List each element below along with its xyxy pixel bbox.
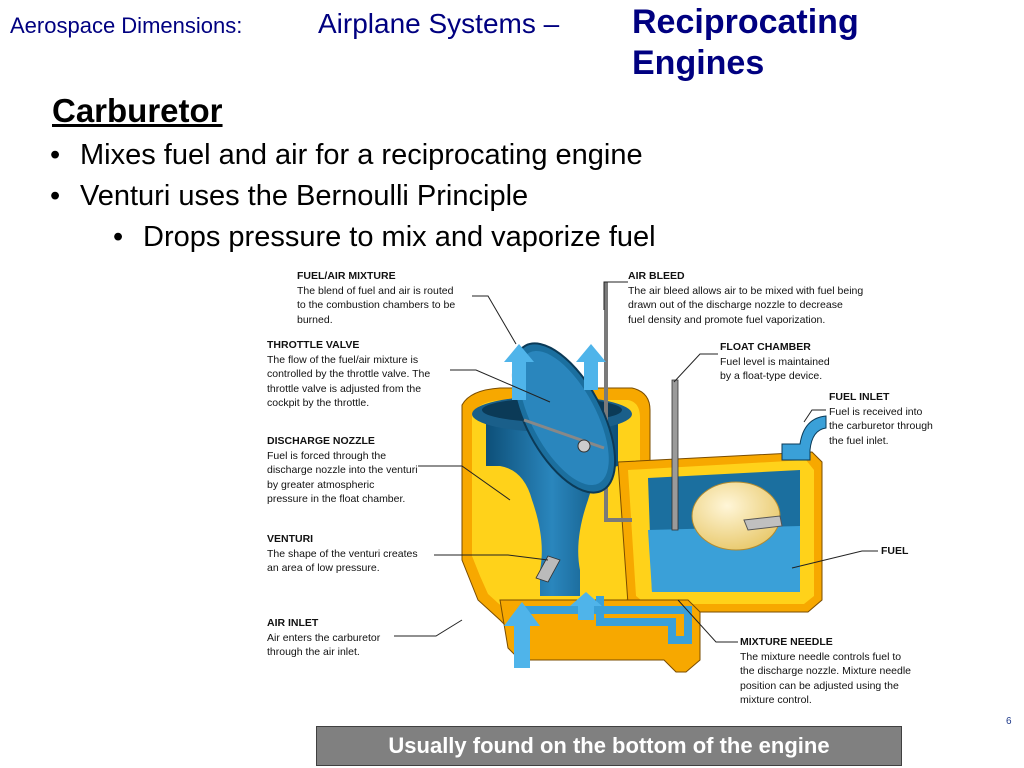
label-float-chamber: FLOAT CHAMBER Fuel level is maintained b… <box>720 340 830 384</box>
label-line: to the combustion chambers to be <box>297 299 456 311</box>
label-throttle-valve: THROTTLE VALVE The flow of the fuel/air … <box>267 338 430 411</box>
label-fuel-air-mixture: FUEL/AIR MIXTURE The blend of fuel and a… <box>297 269 455 327</box>
label-line: position can be adjusted using the <box>740 679 899 692</box>
arrow-up-icon <box>504 344 534 400</box>
float-chamber <box>648 470 800 592</box>
sub-bullet-item: • Drops pressure to mix and vaporize fuel <box>113 221 656 254</box>
bullet-text: Drops pressure to mix and vaporize fuel <box>143 221 656 253</box>
label-line: cockpit by the throttle. <box>267 397 370 409</box>
slide-subtitle: Carburetor <box>52 92 223 129</box>
page-number: 6 <box>1006 716 1012 727</box>
label-line: Fuel is forced through the <box>267 449 387 462</box>
bullet-item: • Mixes fuel and air for a reciprocating … <box>50 139 643 172</box>
label-line: by a float-type device. <box>720 370 823 382</box>
float-ball <box>691 481 781 551</box>
label-line: through the air inlet. <box>267 646 360 658</box>
label-line: Air enters the carburetor <box>267 631 381 644</box>
label-leader-lines <box>394 281 878 643</box>
label-title: AIR INLET <box>267 617 319 629</box>
fuel-inlet-pipe <box>781 415 827 461</box>
label-line: The flow of the fuel/air mixture is <box>267 353 419 366</box>
label-venturi: VENTURI The shape of the venturi creates… <box>267 532 418 576</box>
label-line: The blend of fuel and air is routed <box>297 284 454 297</box>
header-topic-line1: Reciprocating <box>632 3 859 41</box>
label-line: pressure in the float chamber. <box>267 493 406 505</box>
label-title: VENTURI <box>267 533 314 545</box>
label-title: FUEL/AIR MIXTURE <box>297 270 396 282</box>
label-line: burned. <box>297 313 333 326</box>
header-section: Airplane Systems – <box>318 8 560 39</box>
label-title: AIR BLEED <box>628 270 685 282</box>
label-line: by greater atmospheric <box>267 478 375 491</box>
label-title: MIXTURE NEEDLE <box>740 636 833 648</box>
label-title: FUEL <box>881 545 909 557</box>
label-line: throttle valve is adjusted from the <box>267 382 422 395</box>
label-line: the fuel inlet. <box>829 434 889 447</box>
bullet-marker: • <box>50 139 61 171</box>
label-title: FUEL INLET <box>829 391 890 403</box>
label-line: the discharge nozzle. Mixture needle <box>740 665 912 677</box>
bullet-text: Venturi uses the Bernoulli Principle <box>80 180 529 212</box>
label-fuel: FUEL <box>881 544 908 559</box>
label-title: FLOAT CHAMBER <box>720 341 811 353</box>
bullet-marker: • <box>113 221 124 253</box>
label-line: The shape of the venturi creates <box>267 547 418 560</box>
label-discharge-nozzle: DISCHARGE NOZZLE Fuel is forced through … <box>267 434 418 507</box>
discharge-nozzle <box>535 555 561 583</box>
label-title: THROTTLE VALVE <box>267 339 360 351</box>
label-line: Fuel is received into <box>829 405 923 418</box>
label-line: discharge nozzle into the venturi <box>267 464 418 476</box>
label-line: mixture control. <box>740 694 812 706</box>
header-topic-line2: Engines <box>632 44 765 82</box>
label-fuel-inlet: FUEL INLET Fuel is received into the car… <box>829 390 933 448</box>
arrow-up-icon <box>576 344 606 390</box>
label-line: Fuel level is maintained <box>720 355 830 368</box>
bullet-text: Mixes fuel and air for a reciprocating e… <box>80 139 643 171</box>
air-flow-arrows <box>504 344 606 668</box>
header-topic: Reciprocating Engines <box>632 2 859 84</box>
label-line: controlled by the throttle valve. The <box>267 368 431 380</box>
label-air-bleed: AIR BLEED The air bleed allows air to be… <box>628 269 863 327</box>
label-line: drawn out of the discharge nozzle to dec… <box>628 299 843 311</box>
arrow-up-icon <box>570 592 602 620</box>
arrow-up-icon <box>504 602 540 668</box>
label-line: fuel density and promote fuel vaporizati… <box>628 313 826 326</box>
mixture-needle <box>671 379 679 531</box>
bullet-item: • Venturi uses the Bernoulli Principle <box>50 180 528 213</box>
label-mixture-needle: MIXTURE NEEDLE The mixture needle contro… <box>740 635 911 708</box>
label-title: DISCHARGE NOZZLE <box>267 435 375 447</box>
fuel-passage <box>520 596 692 644</box>
label-line: The air bleed allows air to be mixed wit… <box>628 284 864 297</box>
label-line: the carburetor through <box>829 420 933 432</box>
air-bleed-tube <box>604 282 632 522</box>
bullet-marker: • <box>50 180 61 212</box>
label-line: an area of low pressure. <box>267 562 380 574</box>
label-air-inlet: AIR INLET Air enters the carburetor thro… <box>267 616 380 660</box>
header-prefix: Aerospace Dimensions: <box>10 13 243 38</box>
label-line: The mixture needle controls fuel to <box>740 650 902 663</box>
throttle-valve <box>511 342 617 494</box>
caption-box: Usually found on the bottom of the engin… <box>316 726 902 766</box>
